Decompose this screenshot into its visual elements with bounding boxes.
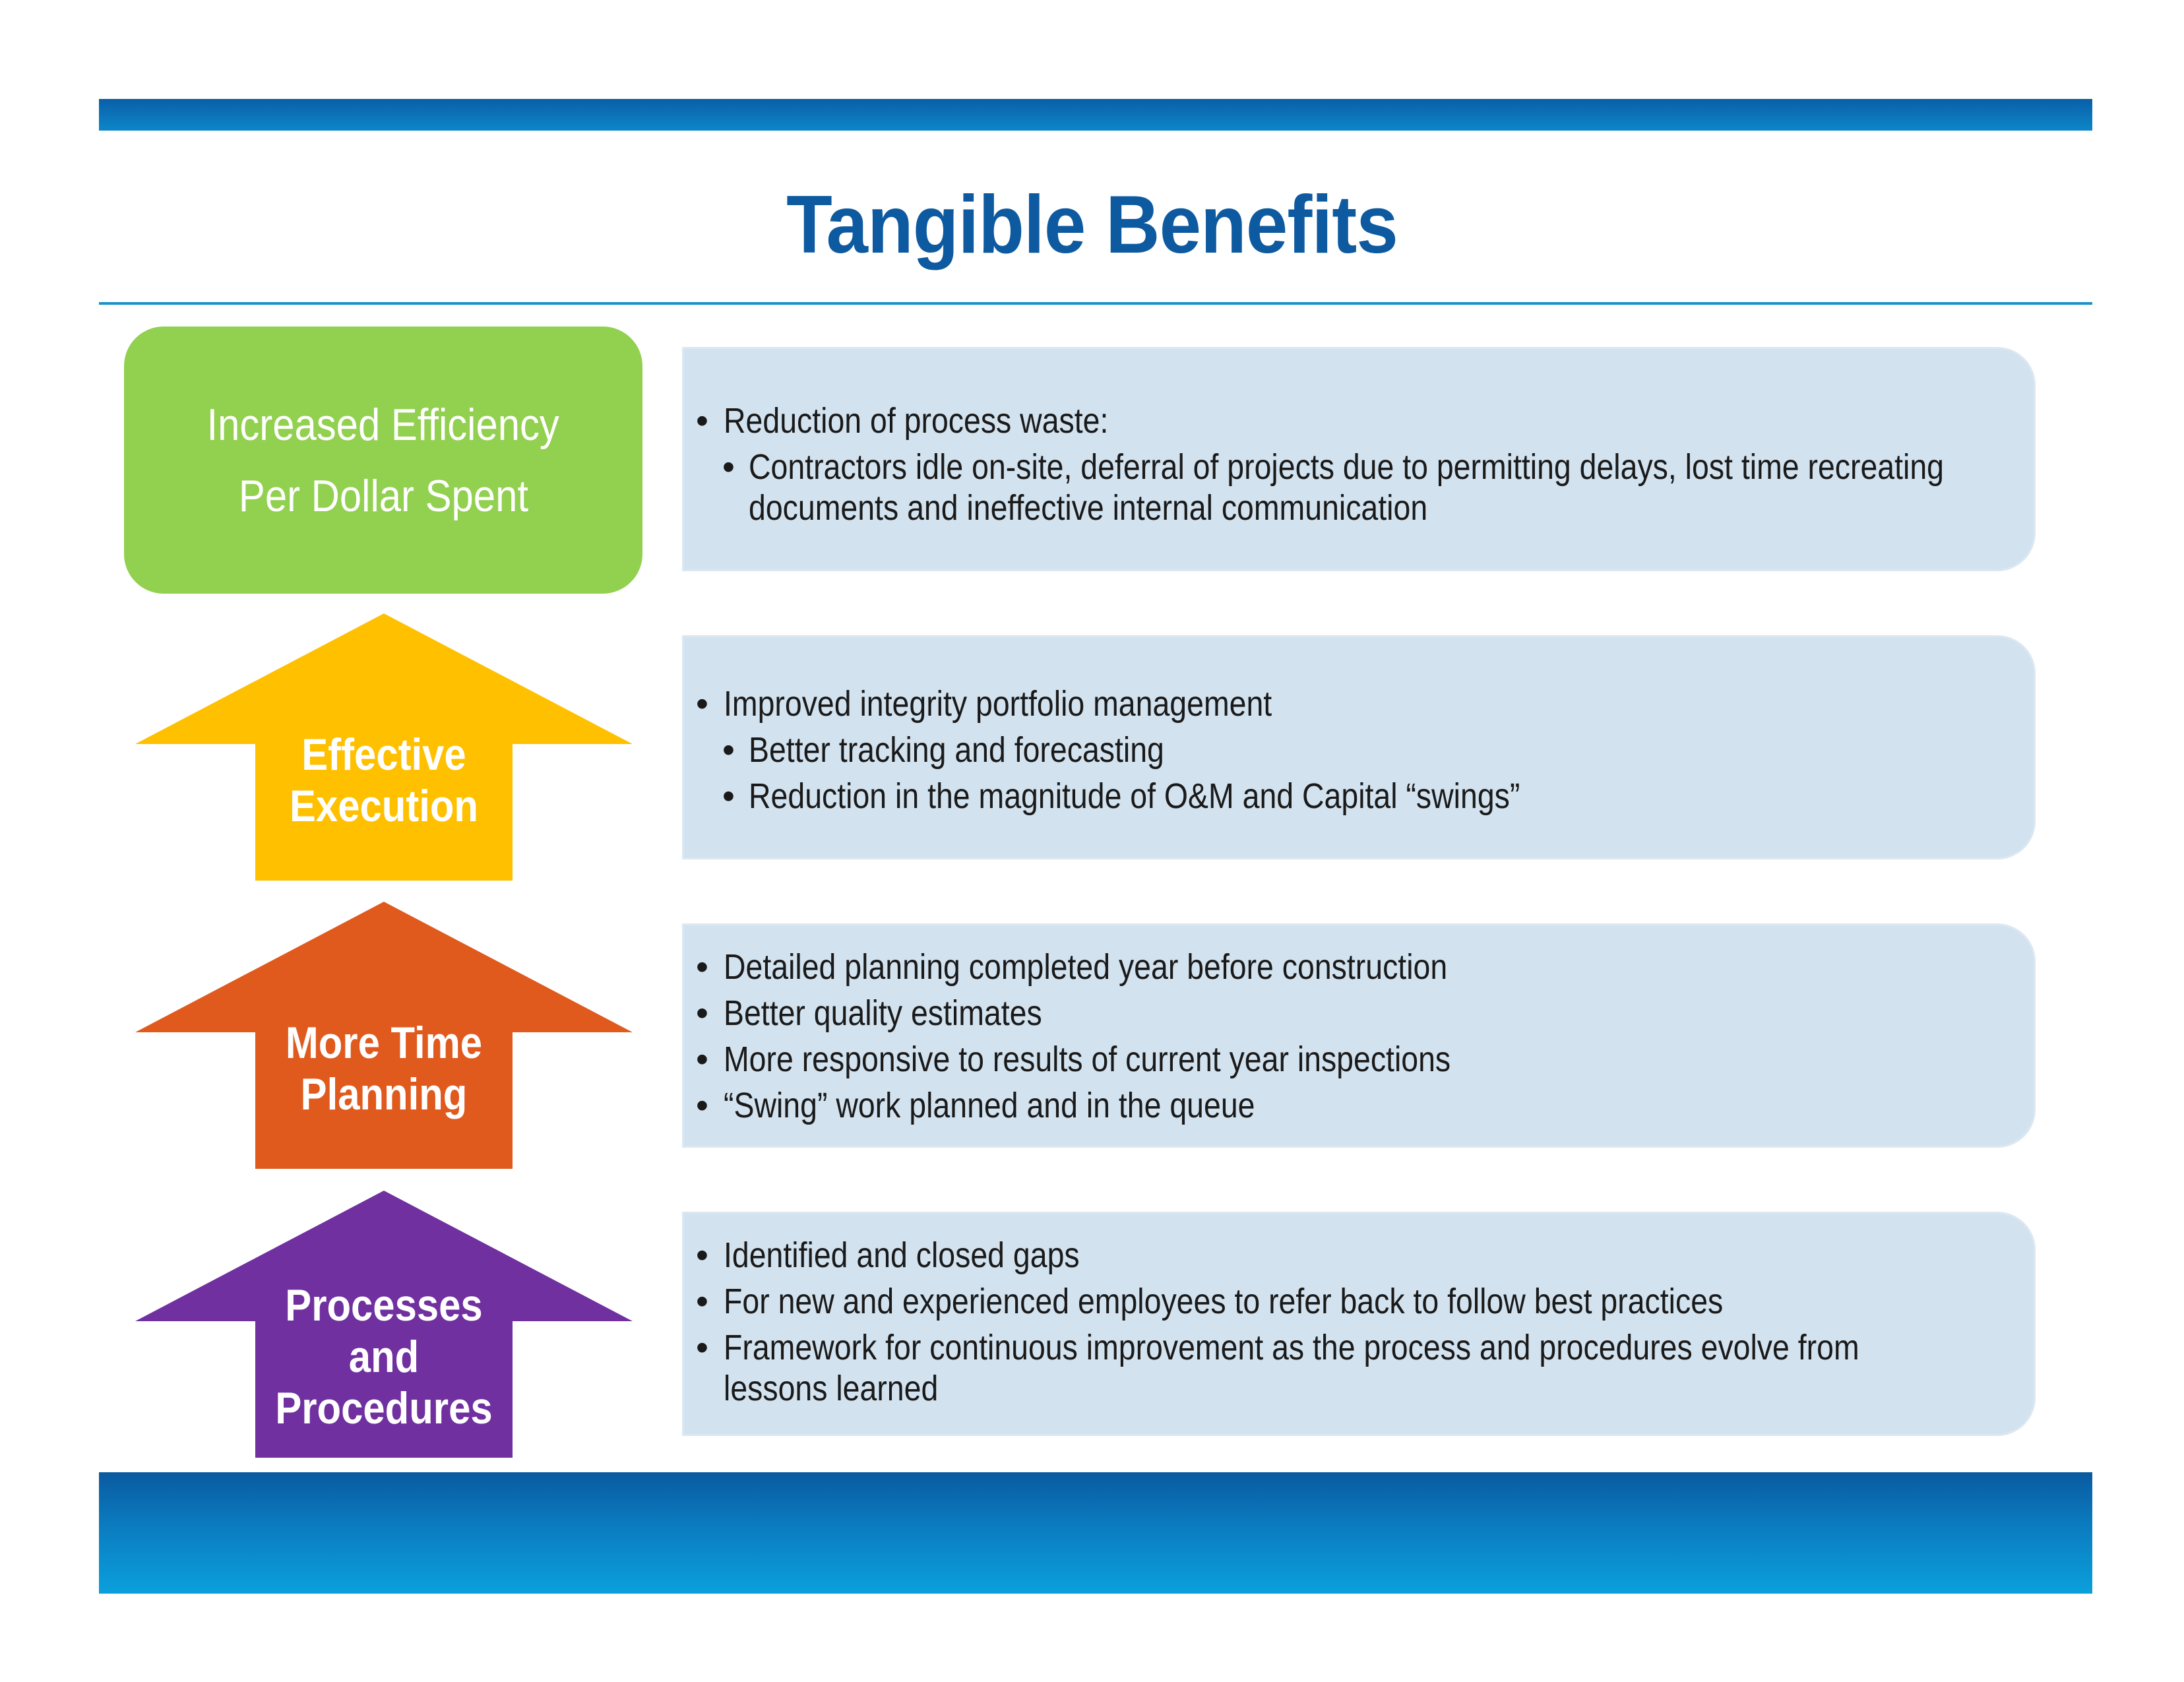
list-item: • For new and experienced employees to r… [696,1282,1724,1321]
list-item: • Framework for continuous improvement a… [696,1328,1859,1367]
bottom-banner-bar [99,1472,2092,1594]
goal-box-efficiency: Increased Efficiency Per Dollar Spent [124,327,642,594]
list-item-continuation: lessons learned [724,1369,939,1408]
arrow-label-effective-execution: Effective Execution [135,729,633,832]
bullet-icon: • [696,947,708,987]
list-item: • More responsive to results of current … [696,1040,1451,1079]
benefit-panel-execution: • Improved integrity portfolio managemen… [682,635,2036,859]
list-item-continuation: documents and ineffective internal commu… [749,488,1428,528]
top-banner-bar [99,99,2092,131]
list-item: • Contractors idle on-site, deferral of … [722,447,1945,487]
list-item: • Detailed planning completed year befor… [696,947,1448,987]
list-item: • Better quality estimates [696,993,1042,1033]
bullet-icon: • [696,1328,708,1367]
bullet-icon: • [696,684,708,724]
bullet-icon: • [696,1086,708,1125]
arrow-3-line-2: and [348,1332,420,1382]
list-item: • Identified and closed gaps [696,1235,1080,1275]
bullet-icon: • [696,1040,708,1079]
arrow-1-line-2: Execution [290,781,478,831]
arrow-processes-procedures: Processes and Procedures [135,1191,633,1458]
list-item: • “Swing” work planned and in the queue [696,1086,1255,1125]
arrow-2-line-1: More Time [285,1018,483,1068]
up-arrow-shape-purple [135,1191,633,1458]
list-item: • Reduction of process waste: [696,401,1109,441]
bullet-icon: • [696,401,708,441]
goal-line-1: Increased Efficiency [206,399,560,450]
list-item: • Improved integrity portfolio managemen… [696,684,1272,724]
arrow-2-line-2: Planning [300,1069,468,1119]
benefit-panel-planning: • Detailed planning completed year befor… [682,923,2036,1148]
benefit-panel-processes: • Identified and closed gaps • For new a… [682,1212,2036,1436]
arrow-more-time-planning: More Time Planning [135,902,633,1169]
title-divider [99,302,2092,305]
goal-line-2: Per Dollar Spent [238,470,528,521]
bullet-icon: • [722,776,735,816]
bullet-icon: • [722,447,735,487]
up-arrow-shape-yellow [135,613,633,881]
bullet-icon: • [722,730,735,770]
arrow-3-line-1: Processes [285,1280,483,1330]
bullet-icon: • [696,1282,708,1321]
bullet-icon: • [696,1235,708,1275]
up-arrow-shape-orange [135,902,633,1169]
bullet-icon: • [696,993,708,1033]
list-item: • Better tracking and forecasting [722,730,1164,770]
arrow-label-processes-procedures: Processes and Procedures [135,1280,633,1434]
page-title: Tangible Benefits [786,179,1398,270]
list-item: • Reduction in the magnitude of O&M and … [722,776,1520,816]
arrow-1-line-1: Effective [301,730,466,780]
benefit-panel-efficiency: • Reduction of process waste: • Contract… [682,347,2036,571]
arrow-3-line-3: Procedures [275,1383,493,1433]
arrow-label-more-time-planning: More Time Planning [135,1017,633,1120]
arrow-effective-execution: Effective Execution [135,613,633,881]
